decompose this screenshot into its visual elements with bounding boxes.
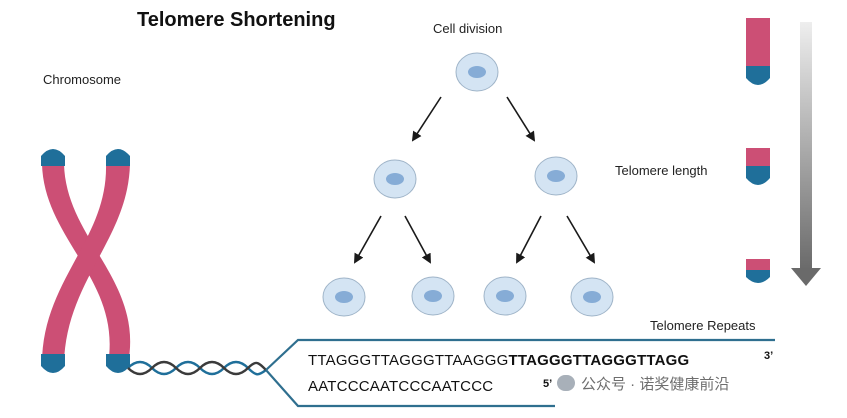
dna-helix	[127, 360, 267, 376]
telomere-long	[746, 18, 770, 85]
cell-gen2-left	[373, 159, 417, 199]
cell-gen3-4	[570, 277, 614, 317]
telomere-short	[746, 259, 770, 283]
chromosome-label: Chromosome	[43, 72, 122, 87]
telomere-cap-bottom-right	[106, 354, 130, 373]
cell-gen2-right	[534, 156, 578, 196]
wechat-icon	[557, 375, 575, 391]
cell-gen3-1	[322, 277, 366, 317]
five-prime-end: 5’	[543, 378, 553, 390]
telomere-medium	[746, 148, 770, 185]
watermark: 公众号 · 诺奖健康前沿	[557, 373, 729, 394]
sequence-top-plain: TTAGGGTTAGGGTTAAGGG	[308, 352, 509, 369]
sequence-top-bold: TTAGGGTTAGGGTTAGG	[508, 352, 690, 369]
cell-gen3-2	[411, 276, 455, 316]
length-decrease-arrow	[791, 22, 821, 286]
chromosome	[41, 149, 131, 373]
sequence-bottom-strand: AATCCCAATCCCAATCCC	[308, 378, 494, 395]
telomere-cap-top-right	[106, 149, 130, 166]
telomere-length-column	[746, 18, 821, 286]
three-prime-end: 3’	[764, 350, 774, 362]
cell-gen3-3	[483, 276, 527, 316]
chromatid-right-to-left	[42, 164, 130, 364]
division-arrows	[354, 96, 596, 264]
telomere-cap-bottom-left	[41, 354, 65, 373]
sequence-bracket	[265, 338, 775, 408]
telomere-length-label: Telomere length	[615, 163, 708, 178]
cell-division-label: Cell division	[433, 21, 503, 36]
cell-division-tree	[322, 52, 614, 317]
watermark-text: 公众号 · 诺奖健康前沿	[581, 376, 730, 393]
telomere-repeats-label: Telomere Repeats	[650, 318, 756, 333]
telomere-cap-top-left	[41, 149, 65, 166]
cell-gen1	[455, 52, 499, 92]
diagram-title: Telomere Shortening	[137, 9, 336, 31]
sequence-top-strand: TTAGGGTTAGGGTTAAGGGTTAGGGTTAGGGTTAGG	[308, 352, 689, 369]
